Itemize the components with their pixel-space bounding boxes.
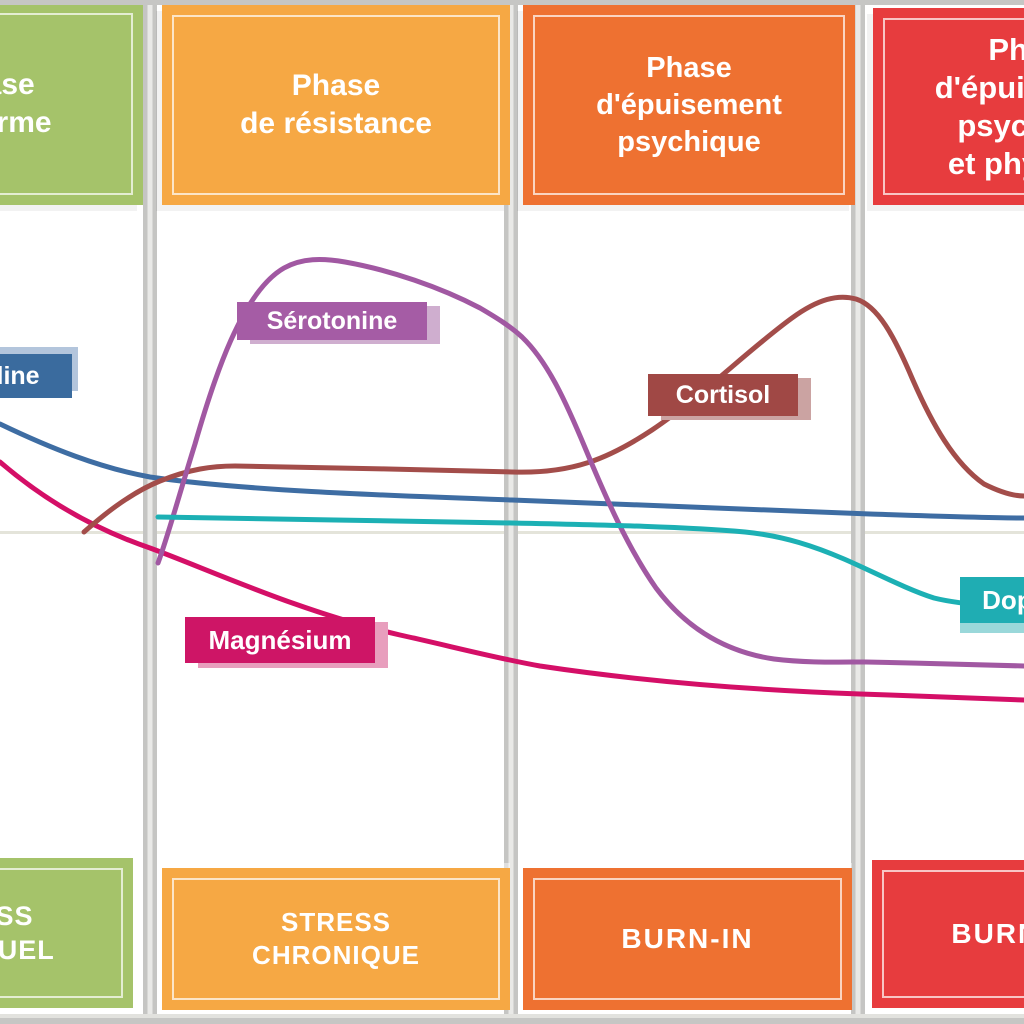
phase-1-band-label: STRESS PONCTUEL (0, 901, 55, 965)
inner-border (533, 15, 845, 195)
phase-divider-2 (504, 0, 518, 1024)
magnesium-label-text: Magnésium (208, 624, 352, 655)
cortisol-label-text: Cortisol (675, 380, 771, 409)
cortisol-curve (81, 294, 1024, 535)
inner-border (533, 878, 842, 1000)
dopamine-curve-label: Dopamine (960, 577, 1024, 623)
phase-3-title: Phase d'épuisement psychique (596, 51, 782, 158)
phase-2-header: Phase de résistance (162, 5, 510, 205)
phase-4-band-label: BURN-OUT (951, 918, 1024, 949)
magnesium-curve (0, 459, 1024, 703)
phase-4-title: Phase d'épuisement psychique et physique (934, 31, 1024, 181)
phase-1-title: Phase d'alarme (0, 68, 52, 139)
serotonine-curve (155, 257, 1024, 669)
inner-border (172, 878, 500, 1000)
phase-2-title: Phase de résistance (240, 69, 432, 140)
phase-3-header: Phase d'épuisement psychique (523, 5, 855, 205)
inner-border (882, 870, 1024, 998)
dopamine-label-text: Dopamine (982, 584, 1024, 615)
dopamine-curve (155, 514, 965, 606)
phase-2-band: STRESS CHRONIQUE (162, 868, 510, 1010)
phase-divider-1 (143, 0, 157, 1024)
serotonine-curve-label: Sérotonine (237, 302, 427, 340)
bottom-frame-edge (0, 1014, 1024, 1024)
inner-border (0, 13, 133, 195)
magnesium-curve-label: Magnésium (185, 617, 375, 663)
adrenaline-curve (0, 421, 1024, 521)
inner-border (172, 15, 500, 195)
phase-4-band: BURN-OUT (872, 860, 1024, 1008)
top-frame-edge (0, 0, 1024, 5)
phase-4-header: Phase d'épuisement psychique et physique (873, 8, 1024, 205)
cortisol-curve-label: Cortisol (648, 374, 798, 416)
phase-1-header: Phase d'alarme (0, 3, 143, 205)
inner-border (0, 868, 123, 998)
adrenaline-curve-label: Adrénaline (0, 354, 72, 398)
phase-3-band: BURN-IN (523, 868, 852, 1010)
phase-2-band-label: STRESS CHRONIQUE (252, 907, 420, 970)
phase-3-band-label: BURN-IN (621, 923, 754, 954)
serotonine-label-text: Sérotonine (266, 306, 398, 335)
inner-border (883, 18, 1024, 195)
phase-1-band: STRESS PONCTUEL (0, 858, 133, 1008)
adrenaline-label-text: Adrénaline (0, 361, 40, 390)
